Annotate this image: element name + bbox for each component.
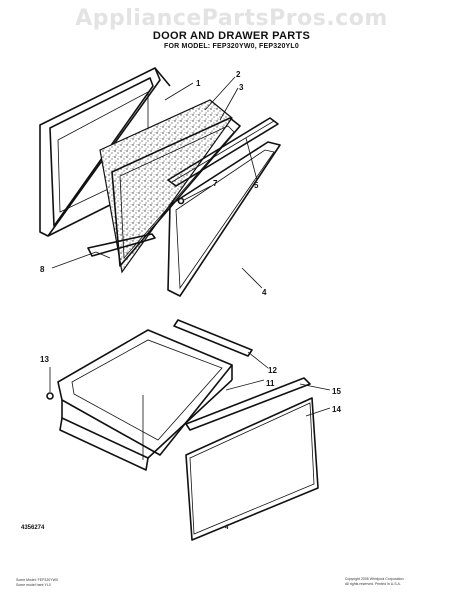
drawer-front-panel: [185, 397, 319, 541]
door-inner-panel: [111, 117, 241, 267]
drawer-body: [57, 329, 233, 471]
door-gasket: [167, 141, 281, 297]
callout-5: 5: [254, 181, 259, 190]
callout-12: 12: [268, 366, 277, 375]
part-number: 4356274: [21, 525, 45, 531]
drawer-trim: [185, 377, 311, 431]
callout-3: 3: [239, 83, 244, 92]
callout-leaders: [51, 76, 331, 417]
door-hinge: [87, 233, 156, 259]
footer-right-line-1: Copyright 2005 Whirlpool Corporation: [345, 577, 404, 581]
callout-2: 2: [236, 70, 241, 79]
footer-left-note: Some Model: FEP320YW0 Some model here YL…: [16, 578, 58, 588]
drawer-stop: [46, 367, 54, 400]
page-title: DOOR AND DRAWER PARTS: [152, 30, 311, 42]
footer-left-line-2: Some model here YL0: [16, 583, 51, 587]
callout-14: 14: [332, 405, 341, 414]
drawer-rail: [173, 319, 253, 357]
callout-4: 4: [262, 288, 267, 297]
model-subtitle: FOR MODEL: FEP320YW0, FEP320YL0: [164, 43, 299, 50]
door-screw: [177, 197, 185, 205]
callout-7: 7: [213, 179, 218, 188]
callout-1: 1: [196, 79, 201, 88]
footer-left-line-1: Some Model: FEP320YW0: [16, 578, 58, 582]
footer-copyright: Copyright 2005 Whirlpool Corporation All…: [345, 577, 404, 587]
watermark: AppliancePartsPros.com: [75, 6, 388, 31]
door-insulation: [99, 99, 233, 274]
callout-13: 13: [40, 355, 49, 364]
callout-15: 15: [332, 387, 341, 396]
door-handle: [167, 117, 279, 187]
footer-right-line-2: All rights reserved. Printed in U.S.A.: [345, 582, 401, 586]
callout-8: 8: [40, 265, 45, 274]
callout-11: 11: [266, 379, 275, 388]
page-number: 4: [225, 525, 229, 531]
